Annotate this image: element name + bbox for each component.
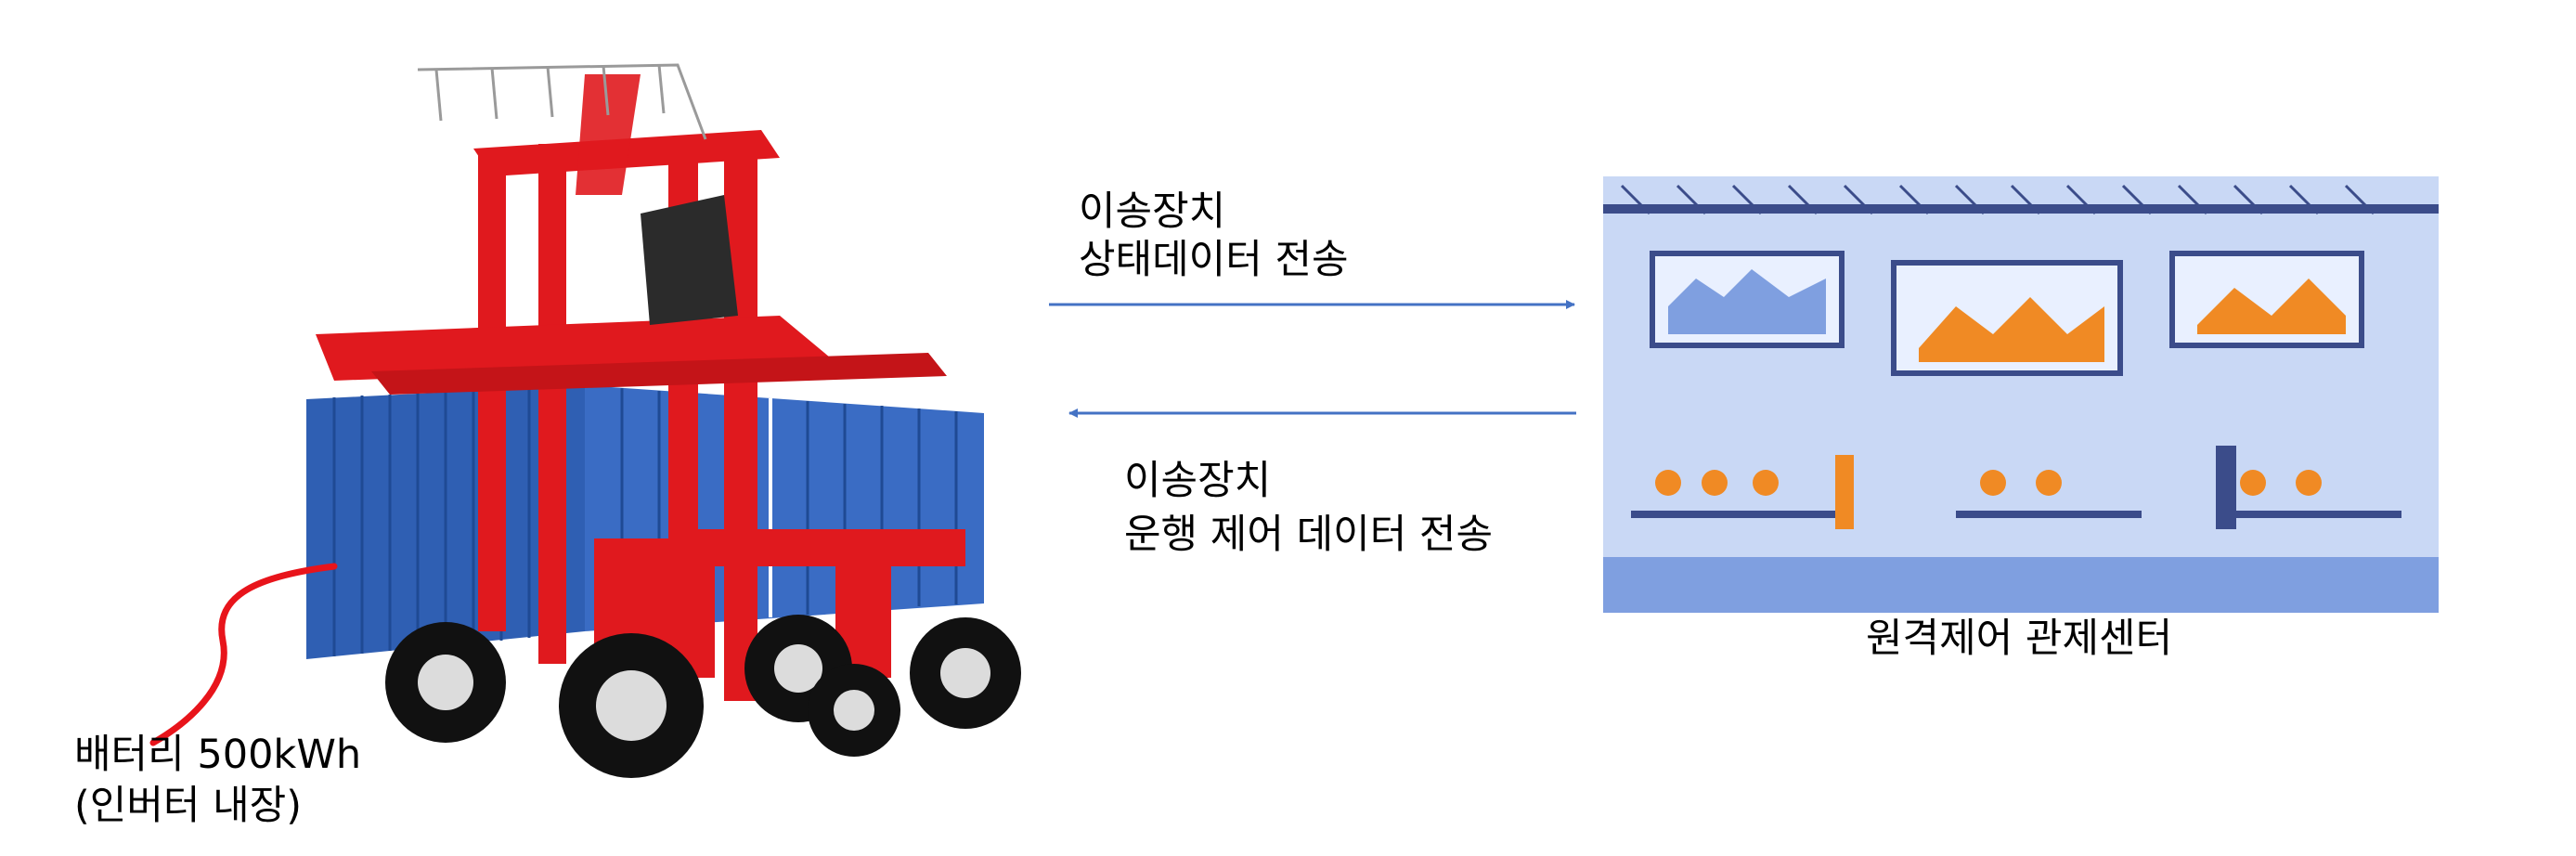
operators: [1655, 446, 2322, 529]
battery-label-line2: (인버터 내장): [74, 783, 303, 829]
wall-monitors: [1650, 251, 2364, 376]
control-center-illustration: [1603, 176, 2439, 613]
operator-desks: [1631, 511, 2401, 518]
data-flow-arrows: [1049, 300, 1576, 418]
operator-cabin: [641, 195, 738, 325]
carrier-wheels: [385, 615, 1021, 778]
roof-railing: [417, 63, 707, 140]
status-label-line1: 이송장치: [1079, 188, 1226, 235]
status-label-line2: 상태데이터 전송: [1079, 237, 1349, 283]
carrier-frame: [316, 74, 965, 701]
control-label-line1: 이송장치: [1124, 458, 1272, 504]
control-label-line2: 운행 제어 데이터 전송: [1124, 512, 1494, 558]
control-center-label: 원격제어 관제센터: [1866, 616, 2173, 662]
battery-label-line1: 배터리 500kWh: [74, 732, 362, 778]
straddle-carrier-illustration: [306, 63, 1021, 778]
battery-leader-line: [149, 563, 338, 746]
